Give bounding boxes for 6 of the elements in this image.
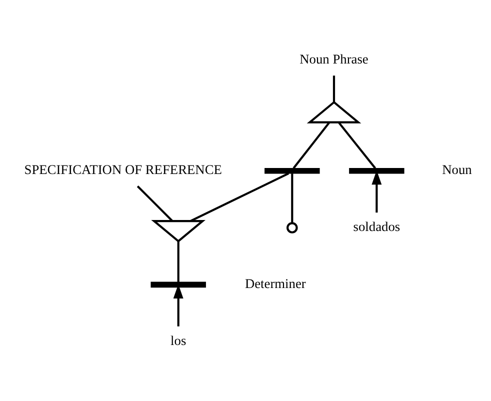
node-text: SPECIFICATION OF REFERENCE xyxy=(24,162,222,177)
node-text: Noun Phrase xyxy=(300,51,368,66)
label: Determiner xyxy=(244,275,306,290)
node-text: soldados xyxy=(353,218,400,234)
label: Noun xyxy=(442,162,472,177)
node-text: los xyxy=(170,332,186,348)
